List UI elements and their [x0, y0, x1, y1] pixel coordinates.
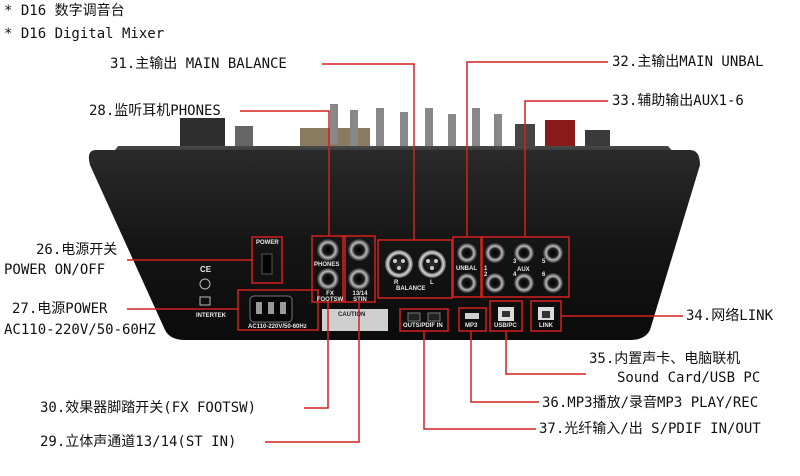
panel-label-aux-2: 2: [484, 272, 488, 278]
mixer-body: [88, 150, 701, 340]
panel-label-r: R: [394, 280, 399, 286]
panel-label-caution: CAUTION: [338, 312, 366, 318]
panel-label-phones: PHONES: [314, 262, 340, 268]
callout-26-power-switch-en: POWER ON/OFF: [4, 262, 106, 278]
panel-label-fx-footsw: FX FOOTSW: [316, 291, 344, 303]
callout-27-power-rating: AC110-220V/50-60HZ: [4, 322, 156, 338]
panel-label-mp3: MP3: [465, 323, 478, 329]
panel-label-aux: AUX: [517, 267, 530, 273]
header-title-en: * D16 Digital Mixer: [4, 26, 165, 42]
callout-35-sound-card-en: Sound Card/USB PC: [617, 370, 761, 386]
ce-mark: CE: [200, 265, 212, 274]
panel-label-aux-4: 4: [513, 272, 517, 278]
callout-leader-lines: [127, 61, 683, 443]
callout-35-sound-card-cn: 35.内置声卡、电脑联机: [589, 351, 741, 367]
panel-label-aux-6: 6: [542, 272, 546, 278]
panel-label-aux-5: 5: [542, 259, 546, 265]
panel-label-st-in: 13/14 STIN: [352, 291, 368, 303]
panel-label-l: L: [430, 280, 434, 286]
panel-label-ac-rating: AC110-220V/50-60Hz: [248, 324, 307, 330]
callout-31-main-balance: 31.主输出 MAIN BALANCE: [110, 56, 287, 72]
header-title-cn: * D16 数字调音台: [4, 3, 125, 19]
panel-label-usb-pc: USB/PC: [494, 323, 517, 329]
panel-label-balance: BALANCE: [396, 286, 426, 292]
panel-label-aux-1: 1: [484, 266, 488, 272]
callout-27-power-cn: 27.电源POWER: [12, 301, 108, 317]
callout-33-aux-outputs: 33.辅助输出AUX1-6: [612, 93, 744, 109]
callout-36-mp3: 36.MP3播放/录音MP3 PLAY/REC: [542, 395, 759, 411]
panel-label-intertek: INTERTEK: [196, 313, 226, 319]
callout-29-st-in: 29.立体声通道13/14(ST IN): [40, 434, 237, 450]
callout-26-power-switch-cn: 26.电源开关: [36, 242, 118, 258]
panel-label-unbal: UNBAL: [456, 266, 477, 272]
top-fader-caps: [180, 104, 610, 150]
callout-32-main-unbal: 32.主输出MAIN UNBAL: [612, 54, 764, 70]
callout-30-fx-footsw: 30.效果器脚踏开关(FX FOOTSW): [40, 400, 257, 416]
panel-label-outs-pdif: OUTS/PDIF IN: [403, 323, 443, 329]
callout-37-spdif: 37.光纤输入/出 S/PDIF IN/OUT: [539, 421, 761, 437]
panel-label-link: LINK: [539, 323, 553, 329]
callout-28-phones: 28.监听耳机PHONES: [89, 103, 221, 119]
panel-label-power: POWER: [256, 240, 279, 246]
callout-34-link: 34.网络LINK: [686, 308, 774, 324]
panel-label-aux-3: 3: [513, 259, 517, 265]
